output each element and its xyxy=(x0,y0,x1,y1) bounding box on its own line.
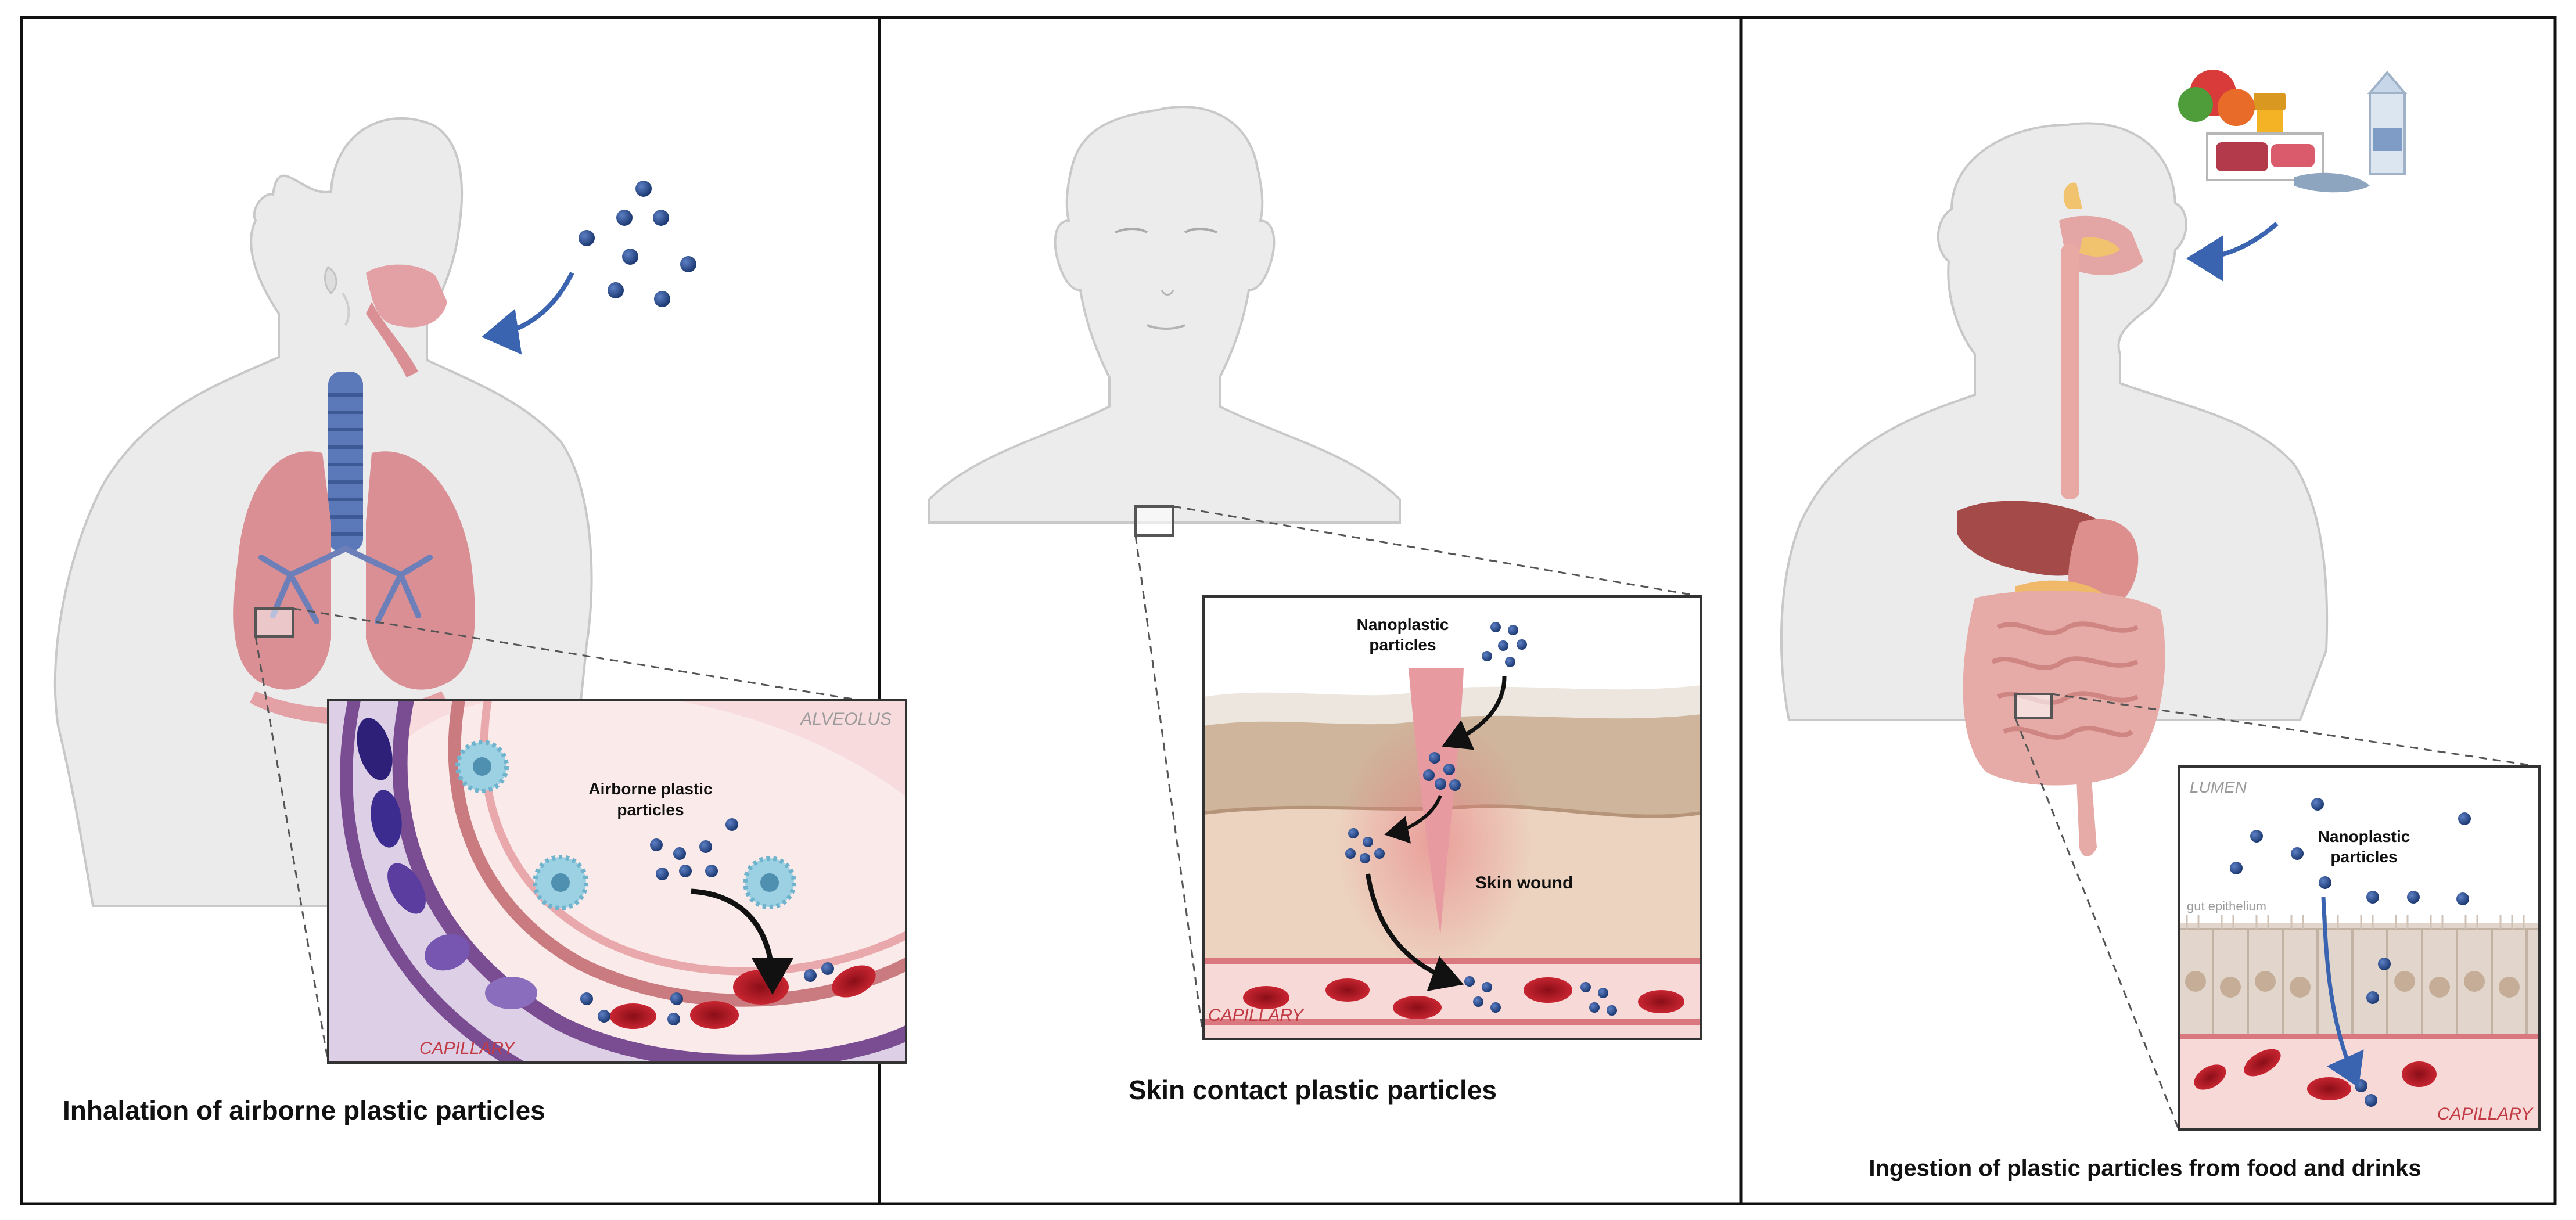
inset-label-capillary: CAPILLARY xyxy=(2437,1104,2534,1124)
wound-label: Skin wound xyxy=(1475,873,1573,892)
particles-label: Nanoplastic xyxy=(1357,616,1449,634)
inset-label-capillary: CAPILLARY xyxy=(1208,1006,1305,1025)
zoom-box xyxy=(1134,505,1174,537)
particles-label: particles xyxy=(617,801,684,819)
epithelium-label: gut epithelium xyxy=(2187,899,2266,913)
esophagus xyxy=(2061,244,2079,499)
skin-arrow xyxy=(1384,794,1442,844)
skin-arrow xyxy=(1442,676,1507,750)
gut-arrow xyxy=(2321,897,2364,1088)
inset-alveolus-capillary: ALVEOLUS CAPILLARY Airborne plastic part… xyxy=(327,699,907,1064)
food-and-drinks-icon xyxy=(2178,70,2408,193)
zoom-line xyxy=(1173,505,1702,598)
inset-label-alveolus: ALVEOLUS xyxy=(799,710,892,729)
panel-ingestion: LUMEN gut epithelium Nanoplastic particl… xyxy=(1780,70,2541,1181)
inset-label-capillary: CAPILLARY xyxy=(419,1039,516,1058)
inset-label-lumen: LUMEN xyxy=(2190,778,2247,796)
panel-skin-contact: Nanoplastic particles Skin wound CAPILLA… xyxy=(928,106,1702,1105)
zoom-line xyxy=(254,636,329,1063)
alveolar-arrow xyxy=(691,888,793,995)
panel-inhalation: ALVEOLUS CAPILLARY Airborne plastic part… xyxy=(53,117,907,1125)
liver xyxy=(1957,501,2106,576)
inset-gut-epithelium: LUMEN gut epithelium Nanoplastic particl… xyxy=(2178,765,2541,1131)
particles-label: Nanoplastic xyxy=(2318,827,2410,845)
particles-label: Airborne plastic xyxy=(588,780,712,798)
alveolar-particles xyxy=(580,818,834,1025)
human-bust-silhouette xyxy=(928,106,1401,524)
inhalation-arrow xyxy=(482,272,574,355)
macrophage-cells xyxy=(455,740,796,910)
zoom-box xyxy=(254,607,294,638)
panel-caption: Inhalation of airborne plastic particles xyxy=(63,1095,545,1125)
intestines xyxy=(1963,590,2165,786)
digestive-tract xyxy=(1957,182,2165,856)
zoom-line xyxy=(2014,718,2180,1130)
human-torso-silhouette xyxy=(1780,122,2329,721)
ingestion-arrow xyxy=(2186,221,2279,282)
panel-caption: Ingestion of plastic particles from food… xyxy=(1869,1156,2421,1181)
zoom-box xyxy=(2014,693,2053,719)
particles-label: particles xyxy=(1369,636,1436,654)
zoom-line xyxy=(293,607,857,701)
airborne-particle-cloud xyxy=(579,181,696,307)
gut-particles xyxy=(2230,798,2471,1107)
particles-label: particles xyxy=(2330,848,2397,866)
zoom-line xyxy=(1134,535,1205,1039)
left-lung xyxy=(366,451,475,690)
skin-particles xyxy=(1345,622,1617,1016)
zoom-line xyxy=(2051,693,2540,768)
skin-arrow xyxy=(1366,873,1464,991)
inset-skin-layers: Nanoplastic particles Skin wound CAPILLA… xyxy=(1202,595,1702,1040)
panel-caption: Skin contact plastic particles xyxy=(1129,1075,1497,1105)
